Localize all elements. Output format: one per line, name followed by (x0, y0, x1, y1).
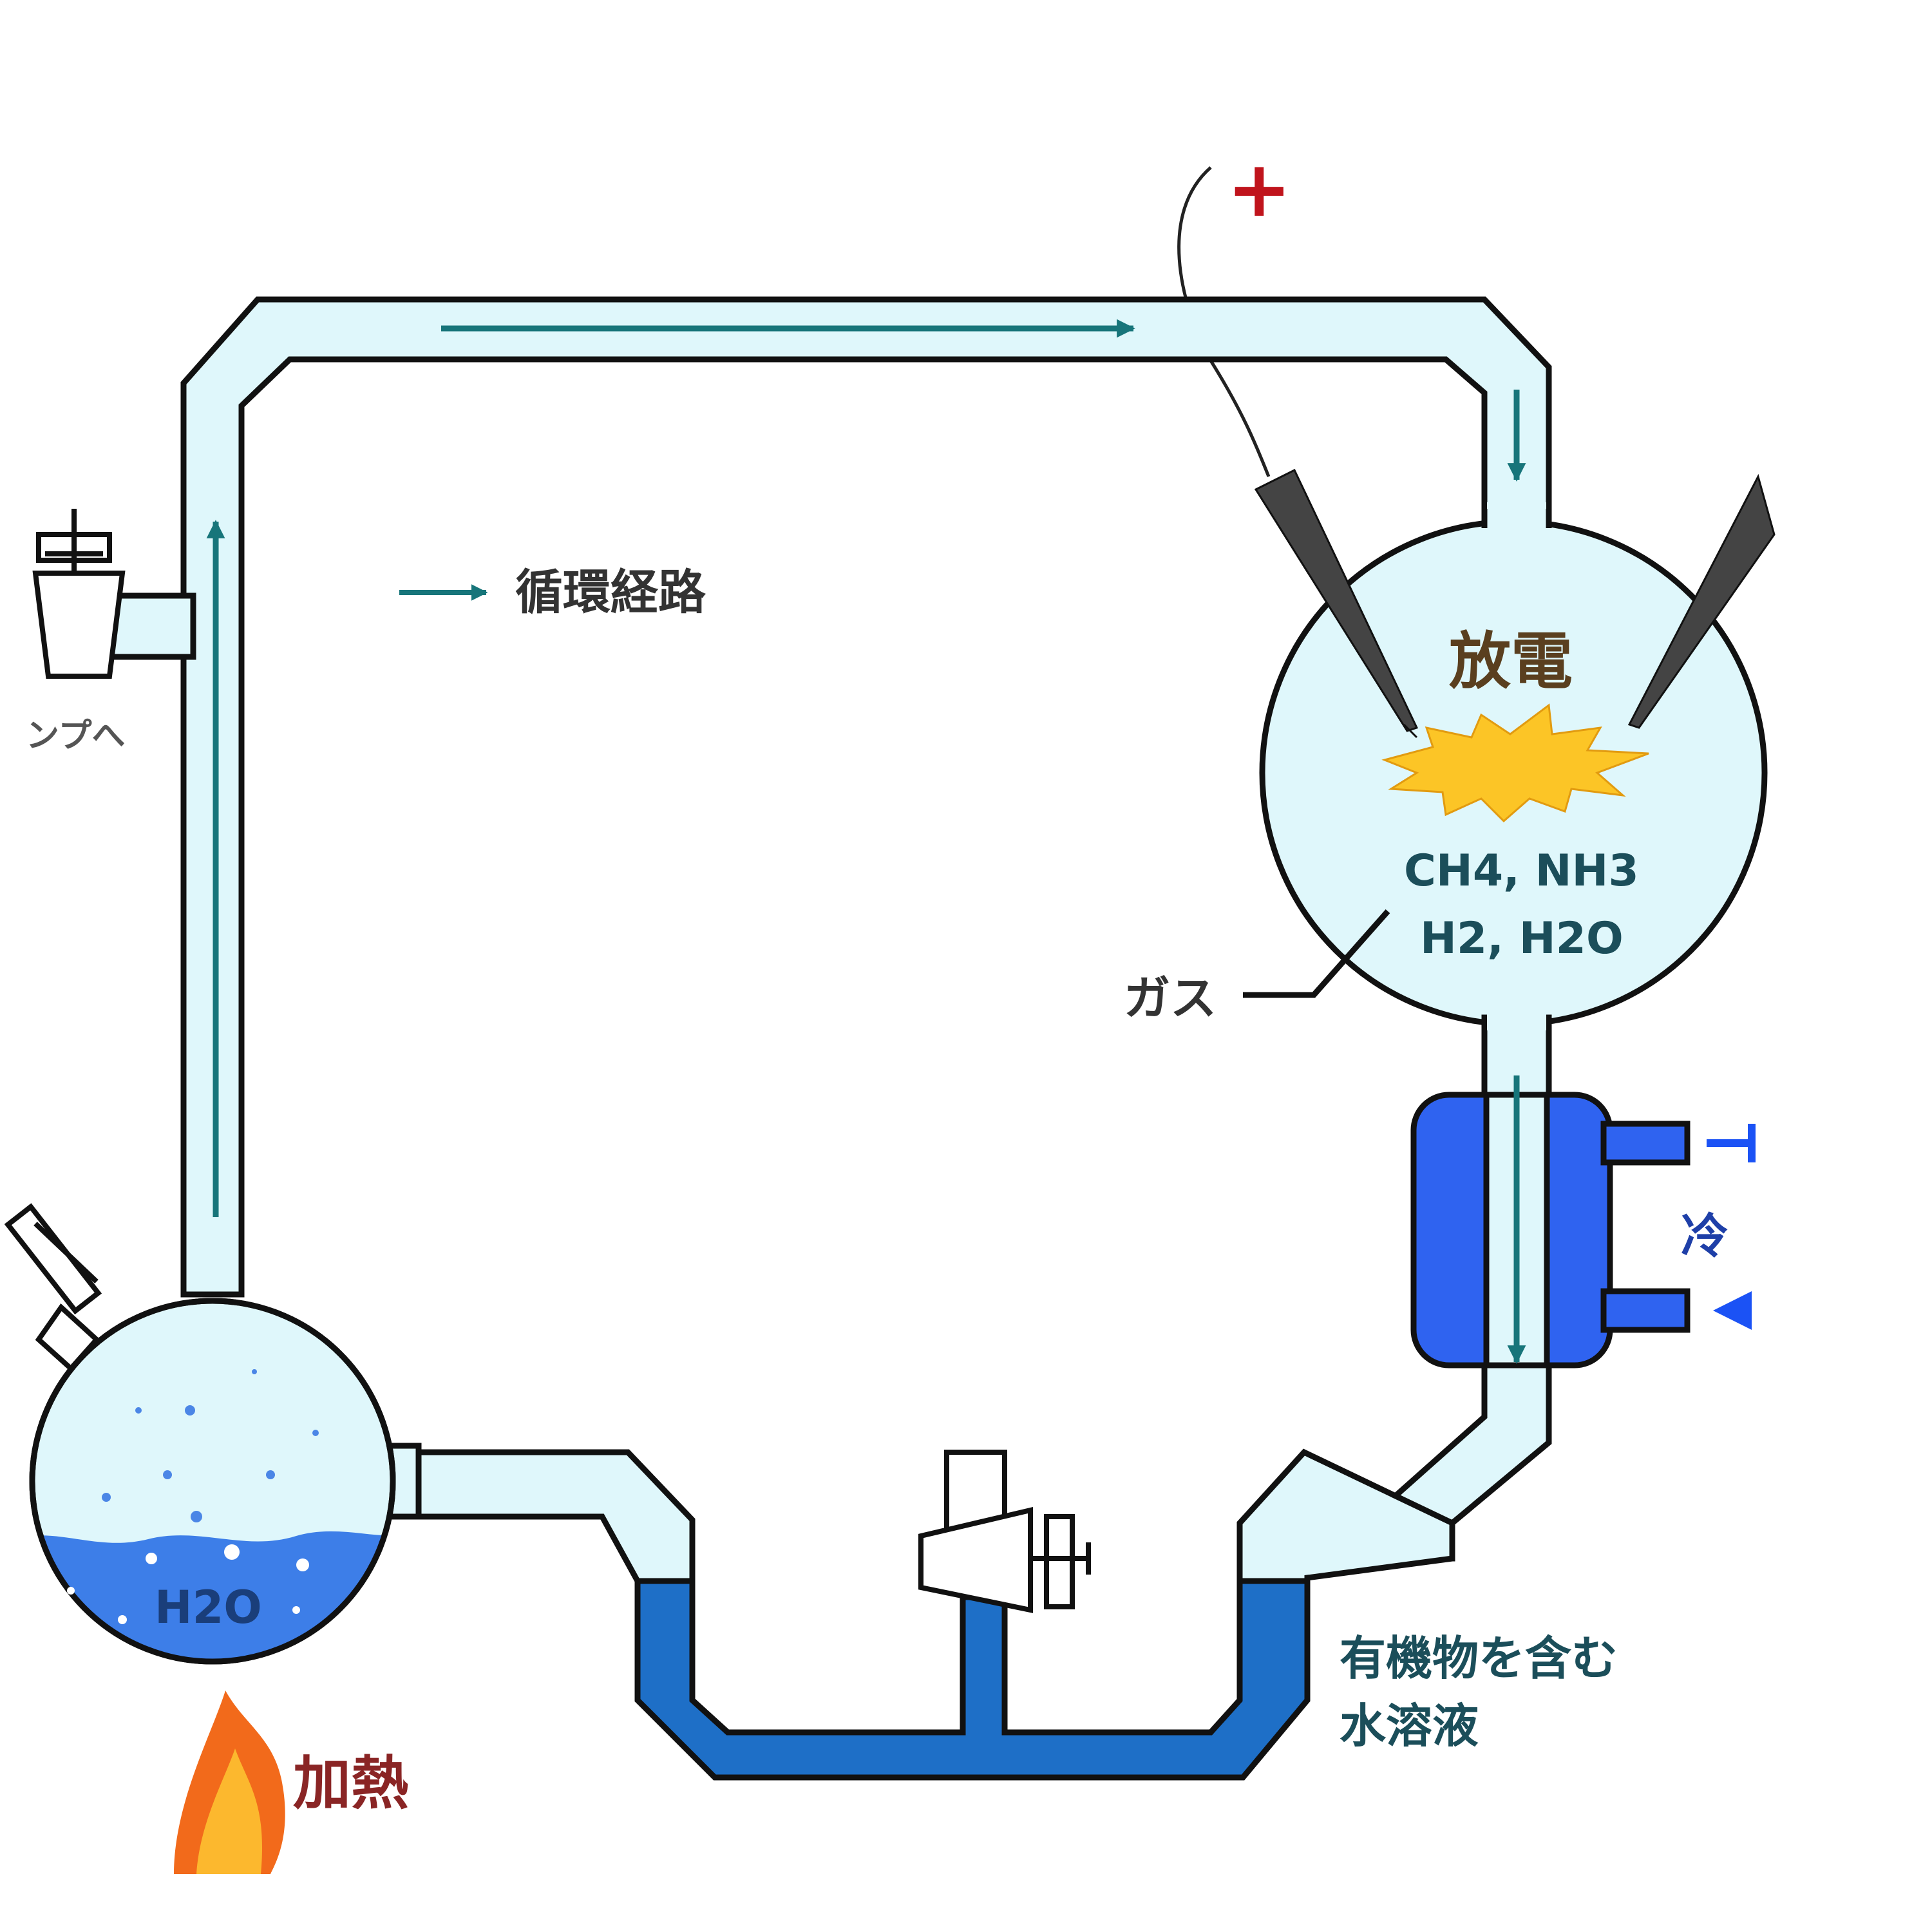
heating-flask-outline (29, 1298, 396, 1665)
gas-formula-line2: H2, H2O (1420, 913, 1624, 964)
bubbles (102, 1369, 319, 1522)
flow-arrows (206, 319, 1526, 1364)
gas-label: ガス (1124, 971, 1217, 1025)
discharge-flask-top-neck (1487, 502, 1546, 535)
pump-side-arm (106, 592, 196, 660)
pump-label: ンプへ (26, 717, 125, 755)
flame-icon (174, 1690, 285, 1874)
gas-pointer-line (1243, 909, 1390, 998)
water-label: H2O (155, 1581, 262, 1634)
solution-water (634, 1578, 1311, 1781)
solution-label-line2: 水溶液 (1340, 1699, 1479, 1753)
circulation-tube (180, 296, 1552, 1298)
heating-label: 加熱 (293, 1750, 409, 1817)
solution-label-line1: 有機物を含む (1340, 1631, 1618, 1685)
pump-stopcock-icon (32, 509, 126, 679)
drain-stopcock-icon (918, 1450, 1091, 1613)
plus-sign: + (1227, 145, 1292, 234)
legend-label: 循環経路 (515, 565, 706, 620)
electrode-icon (1254, 468, 1776, 739)
flask-stopcock-icon (4, 1203, 102, 1372)
condenser-tube-neck (1487, 1005, 1546, 1030)
bubbles-in-water (67, 1544, 309, 1624)
spark-icon (1381, 703, 1649, 823)
cooling-label: 冷 (1681, 1209, 1728, 1264)
discharge-label: 放電 (1449, 625, 1573, 697)
coolant-arrows (1707, 1124, 1756, 1330)
gas-formula-line1: CH4, NH3 (1404, 846, 1639, 896)
